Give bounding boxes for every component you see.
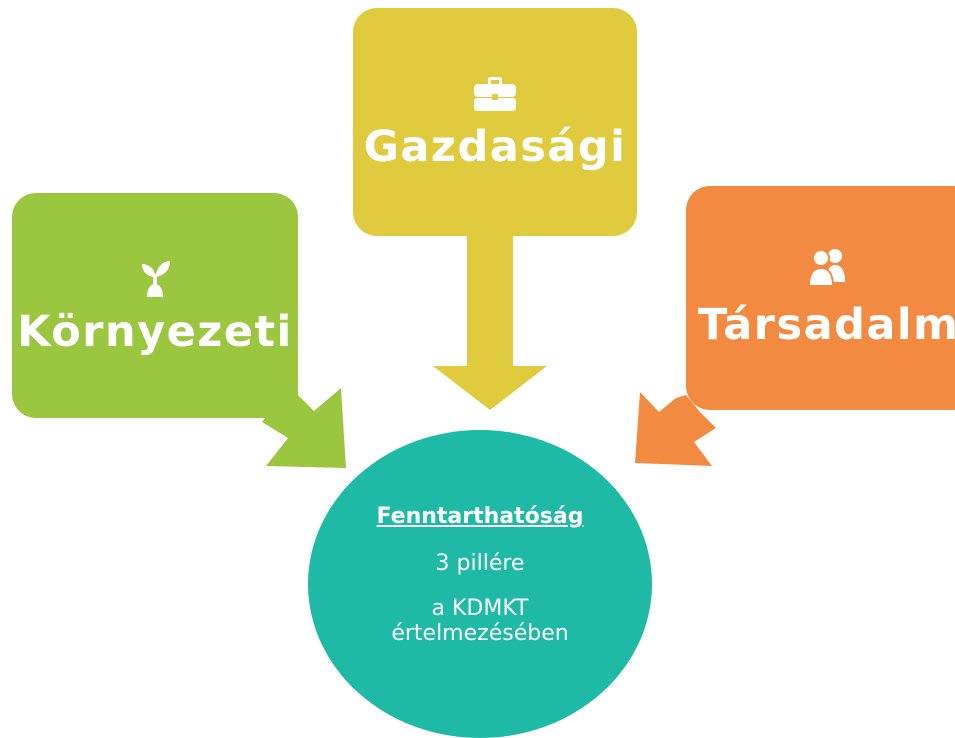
pillar-social-label: Társadalmi — [698, 300, 955, 350]
arrow-social — [635, 392, 716, 466]
pillar-environmental-label: Környezeti — [17, 307, 293, 357]
briefcase-icon — [474, 76, 516, 111]
center-title: Fenntarthatóság — [376, 504, 584, 529]
pillar-social: Társadalmi — [686, 186, 955, 410]
center-description-line1: a KDMKT — [431, 596, 529, 621]
arrow-economic — [433, 236, 547, 410]
seedling-icon — [142, 261, 170, 297]
people-icon — [807, 249, 845, 286]
center-subtitle: 3 pillére — [435, 551, 525, 576]
center-description: a KDMKT értelmezésében — [308, 596, 652, 646]
pillar-environmental: Környezeti — [12, 193, 298, 418]
pillar-economic: Gazdasági — [353, 8, 637, 236]
center-circle: Fenntarthatóság 3 pillére a KDMKT értelm… — [308, 430, 652, 738]
pillar-economic-label: Gazdasági — [363, 121, 627, 172]
center-description-line2: értelmezésében — [391, 621, 569, 646]
